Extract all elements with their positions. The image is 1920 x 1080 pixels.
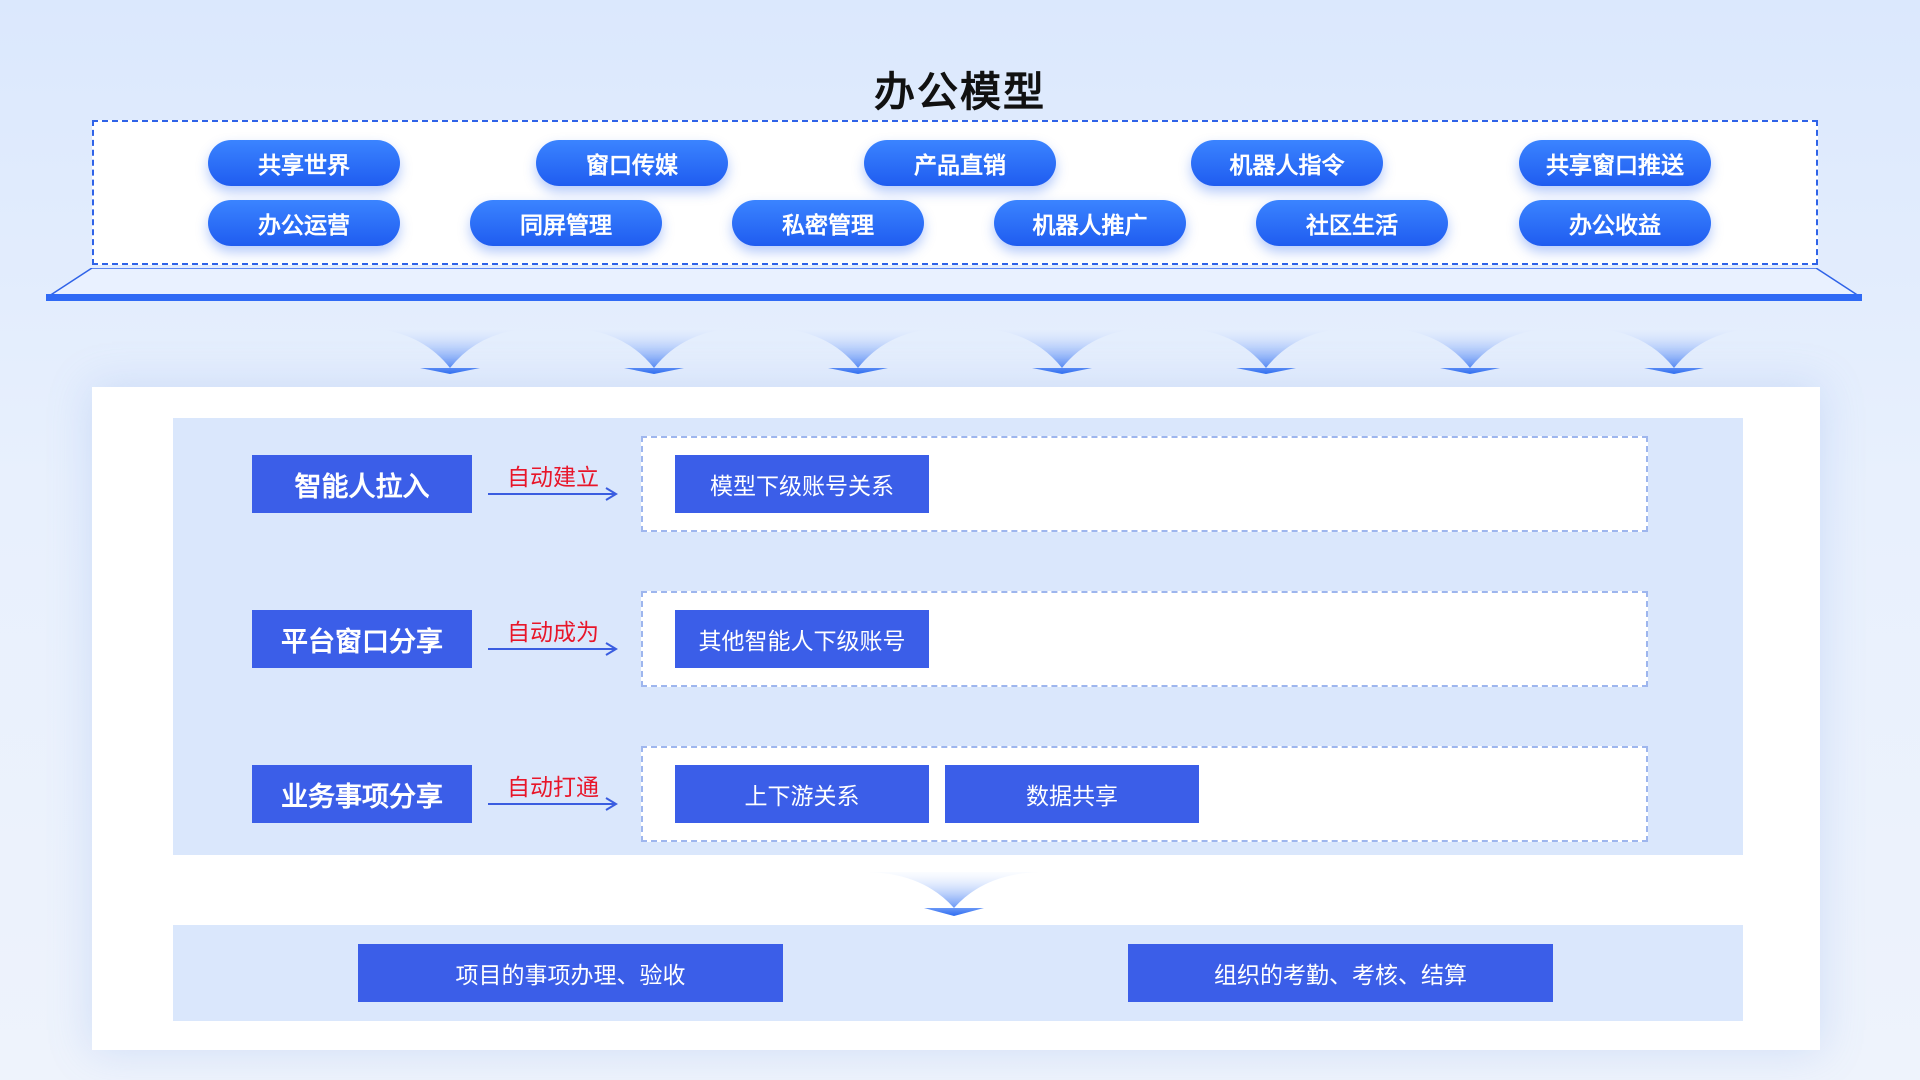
- flow-arrow-label: 自动打通: [507, 775, 599, 801]
- pill-community-life[interactable]: 社区生活: [1256, 200, 1448, 246]
- chevron-down-icon: [1385, 328, 1555, 374]
- right-arrow-icon: [488, 642, 618, 656]
- chevron-down-icon: [569, 328, 739, 374]
- flow-target-box: 模型下级账号关系: [641, 436, 1648, 532]
- connector-arrows: [0, 322, 1920, 378]
- pill-shared-window-push[interactable]: 共享窗口推送: [1519, 140, 1711, 186]
- target-chip[interactable]: 其他智能人下级账号: [675, 610, 929, 668]
- model-platform-base: [46, 268, 1862, 301]
- flow-arrow-label: 自动建立: [507, 465, 599, 491]
- chevron-down-icon: [869, 872, 1039, 916]
- pill-robot-command[interactable]: 机器人指令: [1191, 140, 1383, 186]
- flow-target-box: 上下游关系 数据共享: [641, 746, 1648, 842]
- flow-source-box[interactable]: 业务事项分享: [252, 765, 472, 823]
- pill-shared-world[interactable]: 共享世界: [208, 140, 400, 186]
- flow-source-box[interactable]: 智能人拉入: [252, 455, 472, 513]
- target-chip[interactable]: 模型下级账号关系: [675, 455, 929, 513]
- page-title: 办公模型: [874, 68, 1046, 116]
- pill-robot-promotion[interactable]: 机器人推广: [994, 200, 1186, 246]
- pill-office-revenue[interactable]: 办公收益: [1519, 200, 1711, 246]
- chevron-down-icon: [1589, 328, 1759, 374]
- target-chip[interactable]: 数据共享: [945, 765, 1199, 823]
- chevron-down-icon: [1181, 328, 1351, 374]
- pill-office-operations[interactable]: 办公运营: [208, 200, 400, 246]
- result-box[interactable]: 组织的考勤、考核、结算: [1128, 944, 1553, 1002]
- right-arrow-icon: [488, 797, 618, 811]
- chevron-down-icon: [977, 328, 1147, 374]
- flow-source-box[interactable]: 平台窗口分享: [252, 610, 472, 668]
- pill-screen-share-management[interactable]: 同屏管理: [470, 200, 662, 246]
- chevron-down-icon: [773, 328, 943, 374]
- model-box: 共享世界 窗口传媒 产品直销 机器人指令 共享窗口推送 办公运营 同屏管理 私密…: [92, 120, 1818, 265]
- pill-private-management[interactable]: 私密管理: [732, 200, 924, 246]
- result-box[interactable]: 项目的事项办理、验收: [358, 944, 783, 1002]
- target-chip[interactable]: 上下游关系: [675, 765, 929, 823]
- right-arrow-icon: [488, 487, 618, 501]
- pill-product-direct-sales[interactable]: 产品直销: [864, 140, 1056, 186]
- flow-arrow-label: 自动成为: [507, 620, 599, 646]
- flow-target-box: 其他智能人下级账号: [641, 591, 1648, 687]
- chevron-down-icon: [365, 328, 535, 374]
- pill-window-media[interactable]: 窗口传媒: [536, 140, 728, 186]
